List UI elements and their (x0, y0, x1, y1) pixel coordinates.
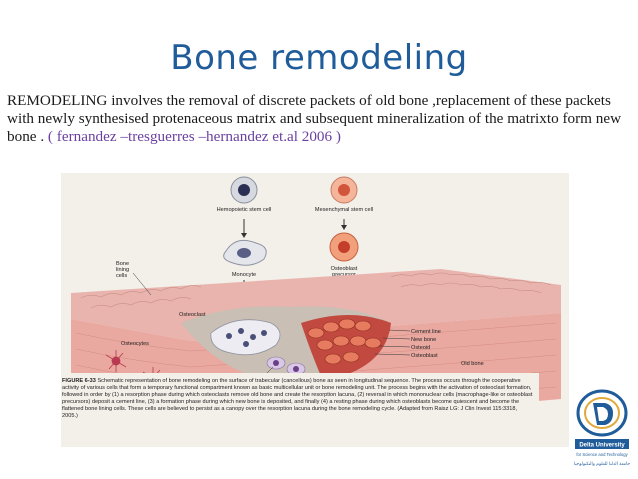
label-osteoblast: Osteoblast (411, 353, 438, 359)
label-cement-line: Cement line (411, 329, 441, 335)
monocyte-cell (223, 239, 267, 266)
bone-remodeling-figure: Hemopoietic stem cell Mesenchymal stem c… (61, 173, 569, 447)
citation: ( fernandez –tresguerres –hernandez et.a… (47, 128, 341, 145)
body-paragraph: REMODELING involves the removal of discr… (7, 92, 622, 145)
osteoblast-cells (307, 318, 382, 365)
label-mesenchymal: Mesenchymal stem cell (315, 207, 373, 213)
label-bone-lining-1: Bone (116, 261, 129, 267)
delta-university-logo: Delta University for Science and Technol… (574, 389, 631, 467)
logo-subtitle: for Science and Technology (576, 452, 628, 457)
label-old-bone: Old bone (461, 361, 484, 367)
logo-arabic: جامعة الدلتا للعلوم والتكنولوجيا (574, 461, 631, 467)
hemopoietic-stem-cell (230, 176, 258, 204)
label-hemopoietic: Hemopoietic stem cell (217, 207, 272, 213)
label-osteoblast-precursor-1: Osteoblast (331, 266, 358, 272)
logo-ring (576, 389, 628, 437)
slide-body-text: REMODELING involves the removal of discr… (7, 92, 633, 146)
label-osteoclast: Osteoclast (179, 312, 206, 318)
label-osteoid: Osteoid (411, 345, 430, 351)
figure-caption: FIGURE 6-33 Schematic representation of … (62, 378, 534, 420)
caption-label: FIGURE 6-33 (62, 378, 96, 384)
mesenchymal-stem-cell (330, 176, 358, 204)
caption-text: Schematic representation of bone remodel… (62, 378, 533, 419)
slide-title: Bone remodeling (170, 38, 468, 78)
label-new-bone: New bone (411, 337, 436, 343)
logo-name: Delta University (579, 443, 625, 449)
lining-cells-pattern (80, 272, 552, 309)
label-bone-lining-3: cells (116, 273, 127, 279)
label-monocyte: Monocyte (232, 272, 256, 278)
logo-name-band (575, 439, 629, 449)
label-osteocytes: Osteocytes (121, 341, 149, 347)
caption-background (61, 373, 539, 447)
label-osteoblast-precursor-2: precursor (332, 272, 356, 278)
label-bone-lining-2: lining (116, 267, 129, 273)
logo-inner-ring (584, 397, 620, 429)
osteoblast-precursor-cell (329, 232, 359, 262)
osteoclast-cell (210, 319, 281, 356)
